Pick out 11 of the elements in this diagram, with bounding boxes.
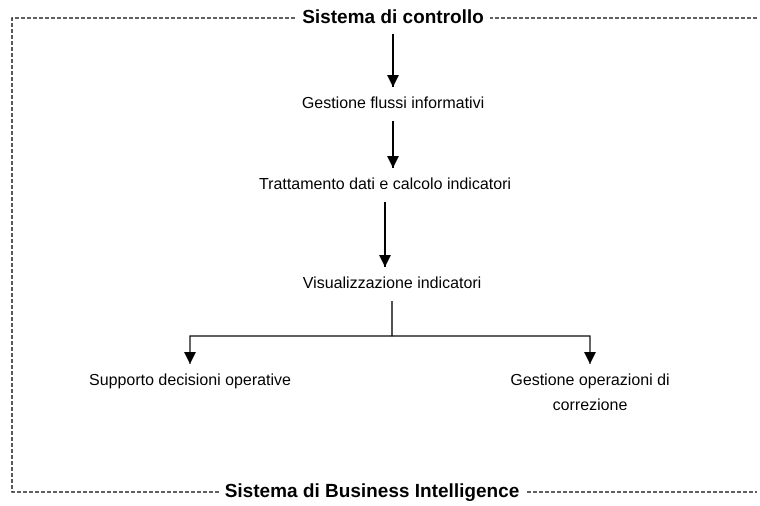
frame-title: Sistema di Business Intelligence: [224, 481, 520, 502]
arrow: [387, 34, 399, 87]
step-label: Gestione flussi informativi: [302, 94, 484, 114]
arrow: [379, 202, 391, 267]
step-label: Supporto decisioni operative: [89, 371, 291, 391]
step-label: Visualizzazione indicatori: [302, 274, 482, 294]
step-label: Gestione operazioni di correzione: [509, 371, 671, 416]
arrow: [387, 121, 399, 168]
frame-title: Sistema di controllo: [302, 7, 484, 28]
step-label: Trattamento dati e calcolo indicatori: [259, 175, 511, 195]
arrow: [391, 301, 596, 364]
